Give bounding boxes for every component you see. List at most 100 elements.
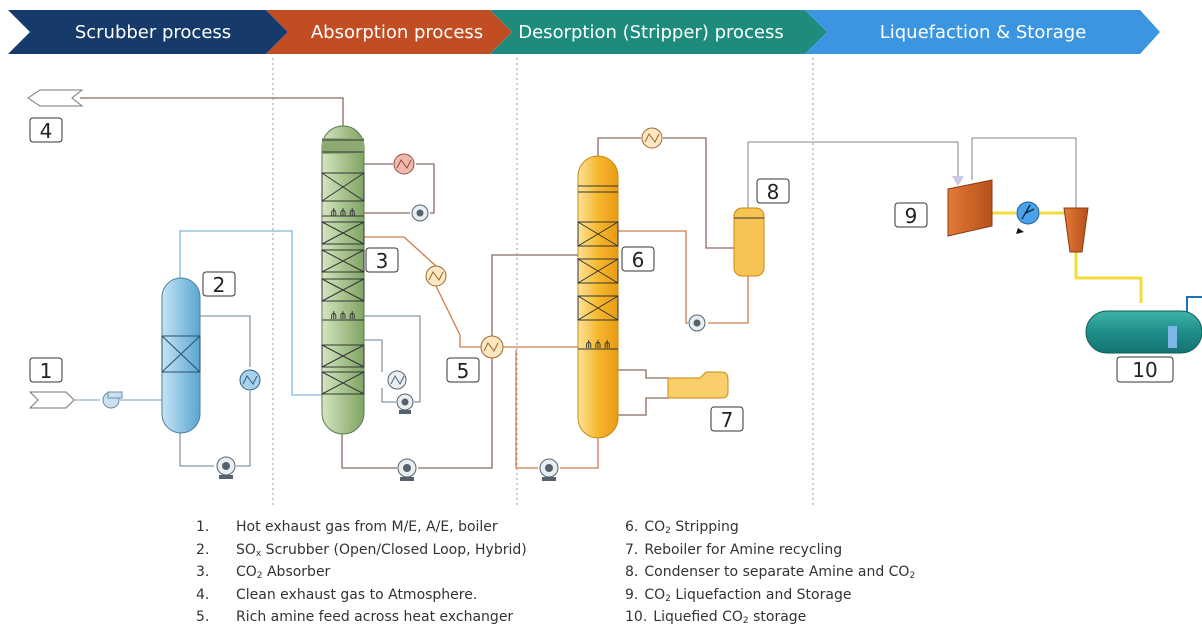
rich-amine-pump-icon <box>397 458 417 481</box>
stage-label: Absorption process <box>311 22 483 43</box>
reboiler-vessel <box>667 371 729 399</box>
legend-text-part: Clean exhaust gas to Atmosphere. <box>236 586 478 603</box>
legend-item-text: Rich amine feed across heat exchanger <box>236 606 513 629</box>
co2-to-compressor-pipe <box>747 141 959 210</box>
stage-chevron-absorption <box>266 10 512 54</box>
clean-gas-pipe <box>80 97 344 128</box>
legend-text-part: Hot exhaust gas from M/E, A/E, boiler <box>236 519 498 535</box>
condenser-vessel <box>733 207 765 277</box>
number-box <box>29 117 63 143</box>
legend-item-number: 6. <box>625 519 639 535</box>
number-label: 7 <box>721 408 734 432</box>
legend-item: 4. Clean exhaust gas to Atmosphere. <box>196 584 527 607</box>
lean-amine-cooler-icon <box>425 265 447 287</box>
blower-icon <box>102 391 123 409</box>
rich-amine-pipe <box>341 358 493 469</box>
number-box <box>894 202 928 228</box>
number-label: 9 <box>905 204 918 228</box>
intercooler-pump-icon <box>396 393 414 414</box>
legend-item-text: CO2 Liquefaction and Storage <box>644 584 851 607</box>
stripper-column: ⋔⋔⋔ <box>577 155 619 439</box>
co2-compressor-icon <box>947 176 993 237</box>
stripper-bottom-pump-icon <box>539 458 559 481</box>
pipes <box>73 97 1202 469</box>
legend-item-number: 4. <box>196 586 210 603</box>
scrubber-column <box>161 277 201 434</box>
stage-label: Desorption (Stripper) process <box>518 22 784 43</box>
exhaust-inlet-arrow <box>28 391 75 409</box>
legend-item: 5.Rich amine feed across heat exchanger <box>196 606 527 629</box>
legend-item-text: Liquefied CO2 storage <box>653 606 806 629</box>
absorber-top-pump-icon <box>411 204 429 222</box>
legend-subscript: 2 <box>256 571 263 581</box>
legend-text-part: Liquefied CO <box>653 609 743 625</box>
legend-text-part: SO <box>236 541 256 558</box>
legend-list-right: 6. CO2 Stripping 7. Reboiler for Amine recy… <box>625 516 915 629</box>
reboiler-loop <box>618 369 668 416</box>
number-label: 1 <box>40 359 53 383</box>
scrubber-heat-exchanger-icon <box>239 369 261 391</box>
legend-item-number: 8. <box>625 564 639 580</box>
legend-text-part: CO <box>236 564 257 580</box>
number-label: 8 <box>767 180 780 204</box>
legend-item-number: 10. <box>625 609 648 625</box>
legend-item: 8. Condenser to separate Amine and CO2 <box>625 561 915 584</box>
number-box <box>621 246 655 272</box>
legend-item-number: 3. <box>196 564 210 580</box>
legend-subscript: x <box>255 548 262 559</box>
legend-item: 7. Reboiler for Amine recycling <box>625 539 915 562</box>
rich-lean-heat-exchanger-icon <box>480 335 504 359</box>
legend-item-number: 1. <box>196 519 210 535</box>
stage-chevron-desorption <box>490 10 827 54</box>
legend-item-number: 2. <box>196 541 210 558</box>
scrubber-pump-icon <box>216 456 236 479</box>
absorber-top-loop <box>364 163 435 214</box>
stage-chevron-scrubber <box>8 10 288 54</box>
legend-item: 1. Hot exhaust gas from M/E, A/E, boiler <box>196 516 527 539</box>
number-label: 4 <box>40 119 53 143</box>
absorber-intercooler-loop <box>364 315 421 403</box>
storage-outlet-pipe <box>1186 296 1202 315</box>
stage-label: Scrubber process <box>75 22 231 43</box>
number-label: 6 <box>632 248 645 272</box>
lean-amine-return <box>364 236 482 348</box>
spray-nozzles-icon: ⋔⋔⋔ <box>329 309 357 322</box>
legend-text-part: CO <box>644 586 666 603</box>
exhaust-outlet-arrow <box>27 89 84 107</box>
legend-text-part: Absorber <box>262 564 331 580</box>
number-label: 5 <box>457 359 470 383</box>
number-box <box>756 178 790 204</box>
legend-text-part: Condenser to separate Amine and CO <box>644 564 910 580</box>
legend-text-part: Liquefaction and Storage <box>670 586 852 603</box>
pump-return-pipe <box>515 350 538 469</box>
legend-item: 3. CO2 Absorber <box>196 561 527 584</box>
co2-storage-tank <box>1085 310 1202 354</box>
legend-item-text: Condenser to separate Amine and CO2 <box>644 561 915 584</box>
spray-nozzles-icon: ⋔⋔⋔ <box>329 206 357 219</box>
stage-label: Liquefaction & Storage <box>880 22 1087 43</box>
number-label: 2 <box>213 273 226 297</box>
number-box <box>710 406 744 432</box>
absorber-cooler-icon <box>393 153 415 175</box>
legend-item: 6. CO2 Stripping <box>625 516 915 539</box>
legend-text-part: Rich amine feed across heat exchanger <box>236 609 514 625</box>
hx-link-pipe <box>491 254 502 338</box>
legend-item-number: 7. <box>625 541 639 558</box>
absorber-column: ⋔⋔⋔ ⋔⋔⋔ <box>321 125 365 435</box>
spray-nozzles-icon: ⋔⋔⋔ <box>584 338 612 351</box>
legend-item-text: CO2 Stripping <box>644 516 738 539</box>
legend-text-part: storage <box>748 609 807 625</box>
number-box <box>202 271 236 297</box>
stage-chevron-liquefaction <box>805 10 1160 54</box>
stripper-overhead-pipe <box>597 137 734 249</box>
intercooler-icon <box>387 370 407 390</box>
condenser-reflux-pipe <box>618 230 749 324</box>
legend-item: 10. Liquefied CO2 storage <box>625 606 915 629</box>
number-box <box>29 357 63 383</box>
overhead-cooler-icon <box>641 127 663 149</box>
legend-item-text: CO2 Absorber <box>236 561 330 584</box>
scrubber-to-absorber-pipe <box>179 230 322 396</box>
legend-text-part: Reboiler for Amine recycling <box>644 541 843 558</box>
co2-to-storage-pipe <box>1074 252 1143 303</box>
